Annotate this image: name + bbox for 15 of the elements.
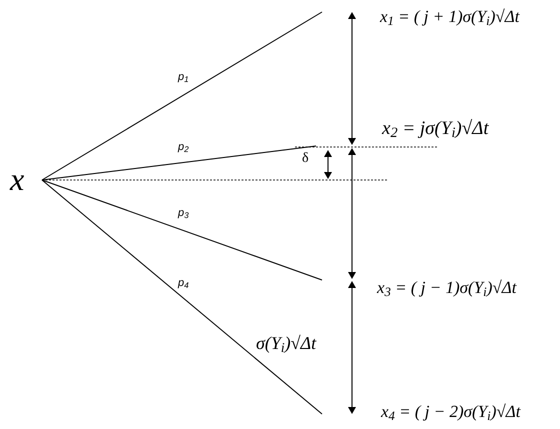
edge-label: p$_{3}$ (178, 208, 189, 219)
formula-label: x$_{3}$ = ( j − 1)σ(Y$_{i}$)√Δt (377, 273, 516, 301)
tree-branch-line (42, 12, 322, 180)
formula-label: x$_{2}$ = jσ(Y$_{i}$)√Δt (382, 114, 489, 142)
edge-label: p$_{4}$ (178, 278, 189, 289)
delta-label: δ (302, 152, 309, 166)
tree-branch-line (42, 180, 322, 414)
step-size-label: σ(Y$_{i}$)√Δt (256, 334, 316, 352)
formula-label: x$_{1}$ = ( j + 1)σ(Y$_{i}$)√Δt (380, 2, 520, 30)
variable-label: x (10, 162, 24, 196)
formula-label: x$_{4}$ = ( j − 2)σ(Y$_{i}$)√Δt (381, 397, 520, 425)
tree-branch-line (42, 146, 316, 180)
edge-label: p$_{2}$ (178, 142, 189, 153)
tree-branch-line (42, 180, 322, 280)
edge-label: p$_{1}$ (178, 72, 189, 83)
